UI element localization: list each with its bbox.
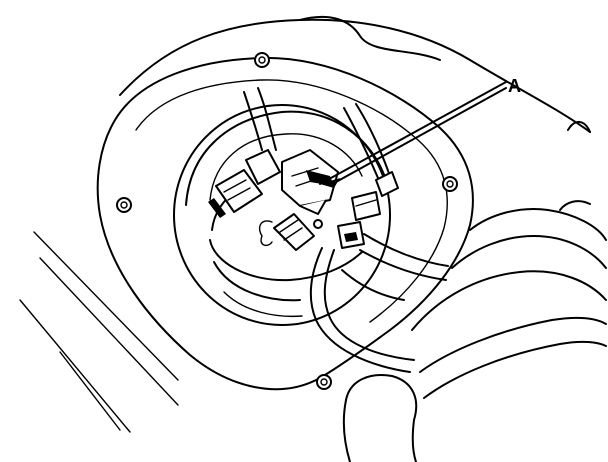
tank-upper-panel [119, 15, 591, 133]
bolt-bottom [316, 374, 332, 390]
tank-filler-contour [411, 200, 607, 331]
connector-left [208, 149, 281, 218]
mounting-bolts [116, 52, 458, 390]
filler-neck [342, 316, 607, 462]
connector-center [258, 213, 315, 251]
callout-a-label: A [508, 76, 521, 96]
bolt-right [442, 176, 458, 192]
bolt-left [116, 197, 132, 213]
fuel-pump-flange [173, 104, 391, 326]
fuel-hoses-right [337, 103, 449, 281]
bolt-top [254, 52, 270, 68]
access-cover-plate [96, 56, 474, 391]
fuel-hose-main [309, 247, 415, 373]
callout-a: A [319, 76, 521, 188]
floor-lines [19, 231, 179, 433]
